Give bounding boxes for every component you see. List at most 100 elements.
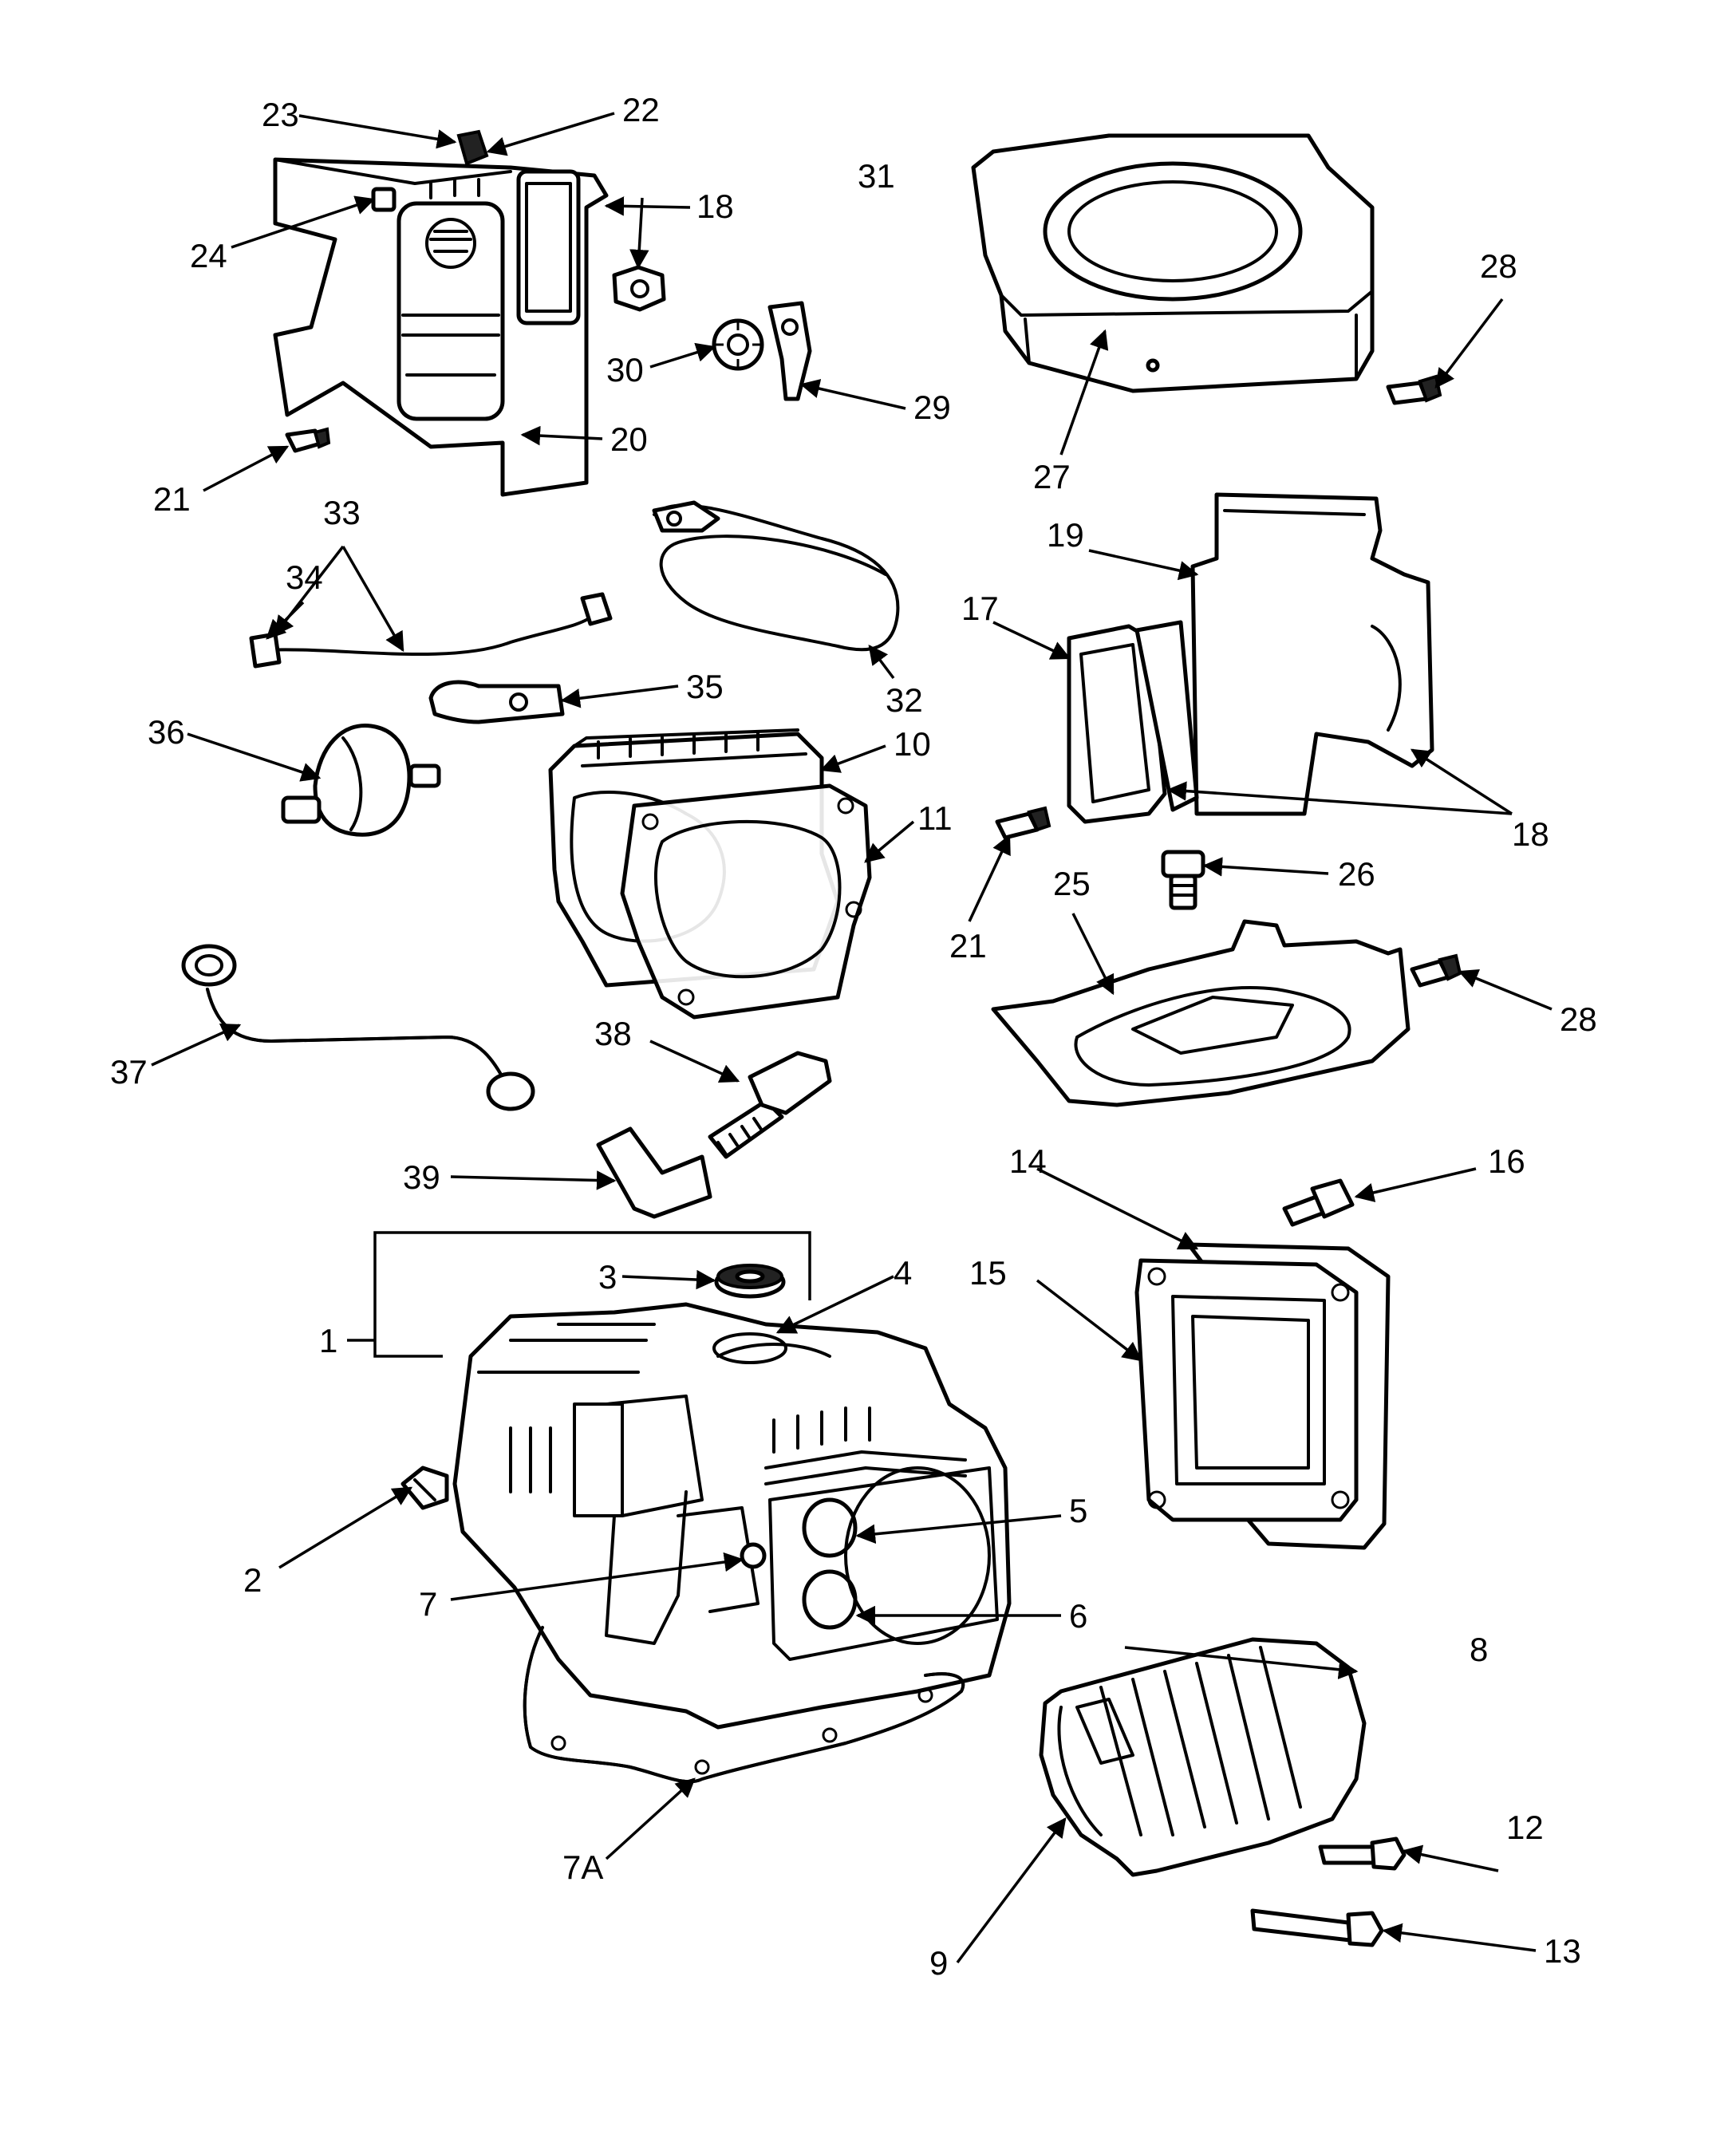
leader-31 — [629, 197, 649, 270]
leader-17 — [992, 621, 1071, 660]
callout-30: 30 — [606, 351, 644, 389]
leader-39 — [450, 1170, 617, 1190]
leader-28-bottom — [1458, 969, 1553, 1011]
leader-5 — [855, 1514, 1062, 1544]
cylinder-head-part — [1039, 1637, 1367, 1877]
callout-18-bottom: 18 — [1512, 815, 1549, 853]
clip-part — [456, 129, 489, 166]
screw-part — [995, 806, 1051, 840]
leader-34 — [266, 601, 305, 640]
cylinder-shroud-part — [991, 919, 1410, 1107]
callout-33: 33 — [323, 494, 361, 531]
callout-15: 15 — [969, 1254, 1007, 1292]
leader-24 — [231, 195, 376, 249]
leader-15 — [1036, 1279, 1142, 1362]
callout-26: 26 — [1338, 855, 1375, 893]
callout-13: 13 — [1544, 1932, 1581, 1970]
screw-part — [1410, 953, 1462, 988]
leader-38 — [649, 1040, 740, 1083]
callout-34: 34 — [286, 558, 323, 596]
callout-25: 25 — [1053, 865, 1091, 902]
lock-washer-part — [712, 318, 764, 371]
callout-8: 8 — [1470, 1631, 1488, 1668]
base-gasket-part — [523, 1626, 965, 1784]
leader-37 — [151, 1023, 242, 1067]
leader-20 — [520, 425, 603, 446]
callout-24: 24 — [190, 237, 227, 274]
screw-part — [1386, 374, 1442, 405]
head-bolt-part — [1318, 1836, 1407, 1871]
leader-lines — [151, 112, 1553, 1964]
leader-11 — [864, 820, 915, 863]
callout-11: 11 — [917, 799, 953, 837]
leader-18-top — [604, 196, 691, 216]
callout-27: 27 — [1033, 458, 1071, 495]
callout-19: 19 — [1047, 516, 1084, 554]
leader-19 — [1088, 549, 1199, 581]
spark-plug-boot-part — [596, 1126, 712, 1219]
leader-22 — [486, 112, 615, 156]
leader-21-top — [203, 445, 290, 492]
spark-plug-part — [708, 1051, 832, 1159]
leader-25 — [1071, 913, 1115, 996]
callout-38: 38 — [594, 1015, 632, 1052]
valve-gasket-part — [1134, 1242, 1391, 1550]
leader-7 — [450, 1552, 744, 1601]
leader-4 — [775, 1275, 894, 1334]
callout-labels: 23 22 18 24 31 30 29 20 21 27 28 33 34 1… — [110, 91, 1597, 1982]
leader-27 — [1059, 329, 1109, 456]
leader-32 — [868, 645, 895, 680]
callout-35: 35 — [686, 668, 724, 705]
callout-6: 6 — [1069, 1597, 1087, 1635]
callout-29: 29 — [913, 389, 951, 426]
leader-21-bottom — [968, 834, 1011, 922]
breather-tube-part — [181, 944, 535, 1111]
bracket-1 — [373, 1231, 811, 1358]
cylinder-head-gasket-part — [620, 783, 872, 1020]
callout-2: 2 — [243, 1561, 262, 1599]
leader-16 — [1354, 1167, 1477, 1202]
callout-14: 14 — [1009, 1142, 1047, 1180]
leader-36 — [187, 732, 322, 782]
ground-wire-part — [652, 500, 900, 652]
callout-9: 9 — [929, 1944, 948, 1982]
leader-3 — [621, 1269, 716, 1290]
oil-plug-part — [1161, 850, 1205, 910]
leader-30 — [649, 342, 716, 369]
fuel-pump-part — [281, 723, 441, 837]
line-clamp-part — [428, 680, 565, 724]
leader-28-top — [1434, 298, 1504, 389]
leader-18b — [1410, 748, 1513, 815]
breather-bolt-part — [1282, 1178, 1355, 1227]
leader-13 — [1382, 1923, 1537, 1952]
valve-cover-part — [1067, 624, 1167, 824]
speed-nut-part — [371, 187, 397, 212]
leader-14 — [1036, 1167, 1199, 1250]
leader-18a — [1166, 781, 1513, 815]
ground-terminal-part — [767, 301, 812, 401]
fuel-line-part — [249, 592, 613, 669]
callout-4: 4 — [894, 1254, 912, 1292]
callout-10: 10 — [894, 725, 931, 763]
callout-21-bottom: 21 — [949, 927, 987, 965]
callout-16: 16 — [1488, 1142, 1525, 1180]
callout-7a: 7A — [562, 1848, 603, 1886]
leader-33b — [341, 546, 404, 653]
callout-18-top: 18 — [696, 187, 734, 225]
callout-1: 1 — [319, 1322, 337, 1359]
engine-block-part — [452, 1302, 1012, 1730]
callout-12: 12 — [1506, 1809, 1544, 1846]
callout-23: 23 — [262, 96, 299, 133]
callout-39: 39 — [403, 1158, 440, 1196]
callout-20: 20 — [610, 420, 648, 458]
callout-3: 3 — [598, 1258, 617, 1296]
leader-8 — [1124, 1646, 1359, 1679]
callout-17: 17 — [961, 590, 999, 627]
leader-12 — [1402, 1844, 1499, 1872]
breather-cover-part — [1134, 492, 1434, 816]
callout-31: 31 — [858, 157, 895, 195]
callout-21-top: 21 — [153, 480, 191, 518]
leader-9 — [956, 1817, 1067, 1964]
callout-36: 36 — [148, 713, 185, 751]
